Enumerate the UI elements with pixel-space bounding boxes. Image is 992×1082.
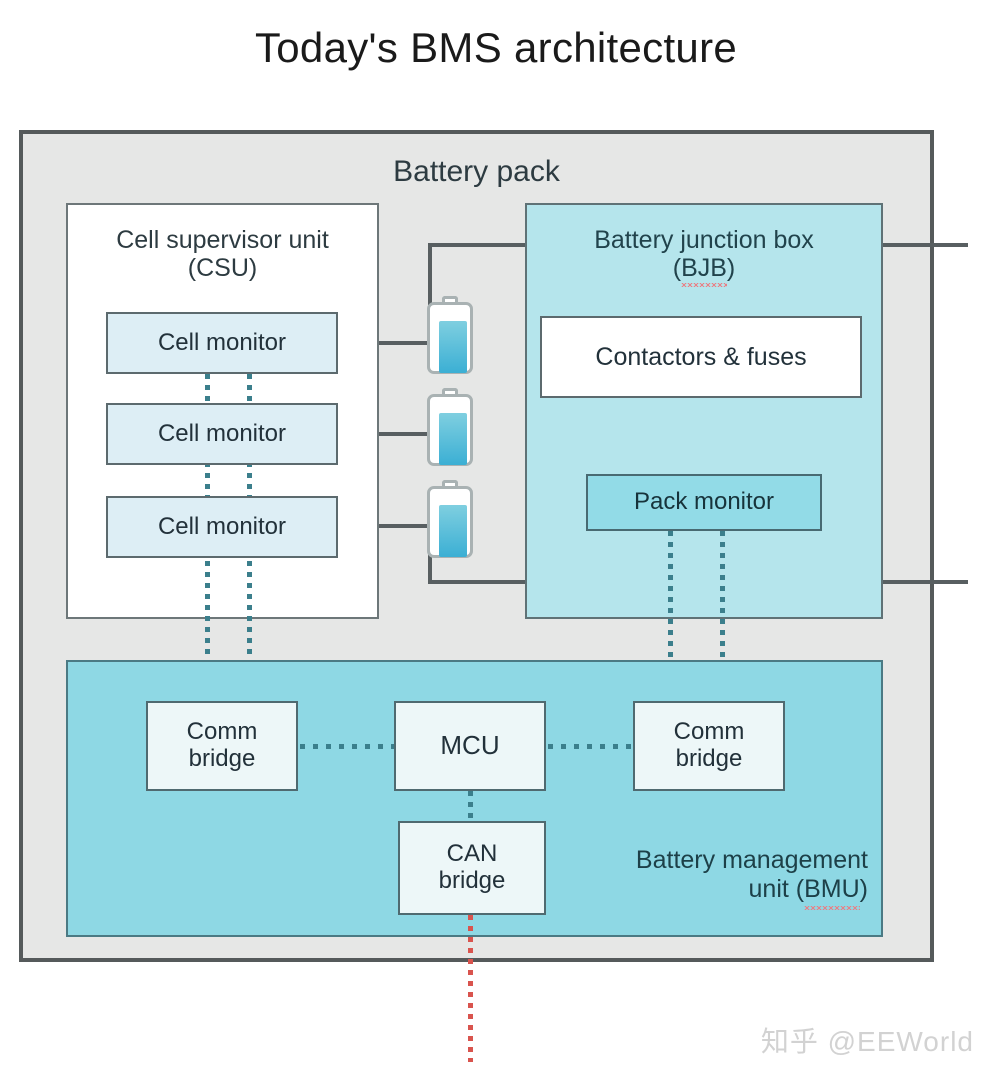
battery-terminal-icon: [442, 388, 458, 397]
can-bridge-box[interactable]: [398, 821, 546, 915]
mcu-box[interactable]: [394, 701, 546, 791]
cell-monitor-3[interactable]: [106, 496, 338, 558]
comm-bridge-left-line1: Comm: [186, 718, 258, 746]
comm-bridge-left-line2: bridge: [188, 745, 256, 772]
dotted-link-commbridge-left-to-mcu: [300, 744, 394, 749]
contactors-and-fuses-box[interactable]: [540, 316, 862, 398]
battery-cell-icon-2: [427, 388, 473, 466]
battery-cell-icon-1: [427, 296, 473, 374]
cell-monitor-2[interactable]: [106, 403, 338, 465]
battery-charge-fill: [439, 321, 467, 373]
can-bridge-line2: bridge: [438, 867, 506, 894]
csu-title-line1: Cell supervisor unit: [116, 226, 329, 254]
battery-charge-fill: [439, 505, 467, 557]
bmu-paren-close: ): [859, 875, 868, 903]
battery-cell-body: [427, 394, 473, 466]
battery-cell-body: [427, 486, 473, 558]
cell-supervisor-unit-label: Cell supervisor unit (CSU): [66, 222, 379, 286]
bjb-title-line1: Battery junction box: [594, 226, 814, 254]
dotted-link-mcu-to-canbridge: [468, 791, 473, 823]
bjb-abbreviation: BJB: [681, 254, 727, 287]
cell-monitor-3-label: Cell monitor: [157, 512, 287, 540]
comm-bridge-right-line1: Comm: [673, 718, 745, 746]
dotted-link-canbridge-to-vehicle-bus: [468, 915, 473, 1062]
comm-bridge-right-box[interactable]: [633, 701, 785, 791]
cell-monitor-2-label: Cell monitor: [157, 419, 287, 447]
bmu-paren-open: unit (: [748, 875, 805, 903]
battery-terminal-icon: [442, 480, 458, 489]
cell-monitor-1[interactable]: [106, 312, 338, 374]
page-title: Today's BMS architecture: [254, 24, 738, 71]
comm-bridge-left-box[interactable]: [146, 701, 298, 791]
battery-cell-body: [427, 302, 473, 374]
mcu-label: MCU: [440, 730, 500, 761]
wire-cellmonitor2-to-cell2: [338, 432, 434, 436]
cell-monitor-1-label: Cell monitor: [157, 328, 287, 356]
bjb-title-line2: (BJB): [672, 254, 736, 287]
bjb-paren-open: (: [672, 254, 682, 282]
csu-title-line2: (CSU): [187, 254, 258, 282]
battery-pack-label: Battery pack: [393, 155, 560, 189]
dotted-bus-right-a: [668, 531, 673, 704]
dotted-link-mcu-to-commbridge-right: [548, 744, 633, 749]
contactors-and-fuses-label: Contactors & fuses: [595, 343, 807, 371]
bmu-title-line1: Battery management: [635, 845, 868, 874]
battery-junction-box-label: Battery junction box (BJB): [525, 222, 883, 287]
battery-terminal-icon: [442, 296, 458, 305]
battery-cell-icon-3: [427, 480, 473, 558]
watermark: 知乎 @EEWorld: [760, 1026, 974, 1057]
dotted-bus-right-b: [720, 531, 725, 704]
wire-cellmonitor1-to-cell1: [338, 341, 434, 345]
comm-bridge-right-line2: bridge: [675, 745, 743, 772]
pack-monitor-label: Pack monitor: [633, 488, 775, 516]
pack-monitor-box[interactable]: [586, 474, 822, 531]
bjb-paren-close: ): [726, 254, 736, 282]
bmu-abbreviation: BMU: [804, 875, 860, 909]
battery-charge-fill: [439, 413, 467, 465]
battery-junction-box-container: [525, 203, 883, 619]
can-bridge-line1: CAN: [446, 840, 498, 868]
wire-cellmonitor3-to-cell3: [338, 524, 434, 528]
wire-stack-top-vertical: [428, 243, 432, 305]
